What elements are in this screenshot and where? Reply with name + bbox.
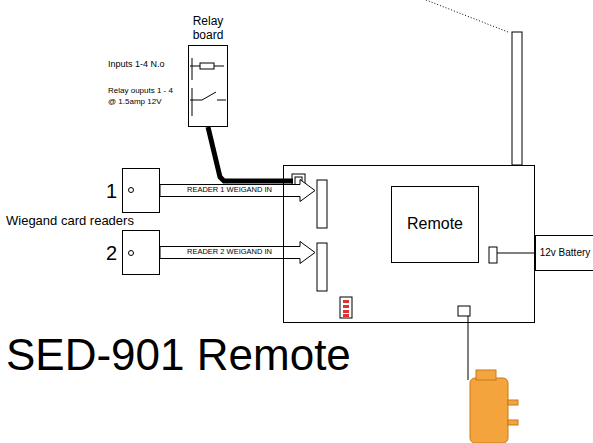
input-symbol [200, 63, 214, 69]
node-label: 1 [106, 179, 117, 202]
output-label: @ 1.5amp 12V [108, 97, 161, 106]
power-adapter [476, 370, 496, 380]
power-socket [458, 306, 470, 316]
bracket [192, 88, 193, 116]
reader-led [129, 188, 134, 193]
relay-switch [202, 92, 216, 100]
controller-board: SED-901 RemoteRemote [283, 165, 535, 323]
card-reader: 1 [122, 168, 160, 213]
block-arrow [160, 180, 315, 202]
edge-label: READER 1 WEIGAND IN [186, 186, 273, 195]
dip-lever [343, 300, 349, 303]
bracket [192, 58, 193, 80]
signal-line [426, 0, 508, 32]
power-adapter [470, 378, 508, 443]
block-arrow [160, 242, 315, 264]
input-label: Inputs 1-4 N.o [108, 59, 165, 69]
output-label: Relay ouputs 1 - 4 [108, 86, 173, 95]
dip-switch [340, 297, 352, 318]
node-label: Relay board [182, 15, 234, 43]
relay-board: Relay board [188, 45, 228, 127]
dip-lever [343, 305, 349, 308]
input-wire [214, 66, 224, 67]
battery: 12v Battery [535, 235, 593, 271]
reader-slot [317, 180, 327, 228]
power-wire [468, 316, 469, 380]
remote-module: Remote [391, 186, 479, 263]
battery-connector [489, 247, 497, 263]
node-label: 12v Battery [537, 247, 593, 259]
plug-prong [508, 400, 518, 405]
ribbon-cable [208, 127, 293, 181]
node-label: SED-901 Remote [6, 330, 351, 381]
node-label: Remote [404, 215, 466, 233]
dip-lever [343, 310, 349, 313]
plug-prong [508, 420, 518, 425]
group-label: Wiegand card readers [6, 214, 134, 229]
reader-slot [317, 243, 327, 291]
card-reader: 2 [122, 230, 160, 275]
dip-lever [343, 314, 349, 317]
edge-label: READER 2 WEIGAND IN [186, 248, 273, 257]
relay-wire [217, 100, 226, 101]
reader-led [129, 251, 134, 256]
power-wire [497, 253, 535, 254]
antenna [512, 32, 522, 165]
node-label: 2 [106, 241, 117, 264]
